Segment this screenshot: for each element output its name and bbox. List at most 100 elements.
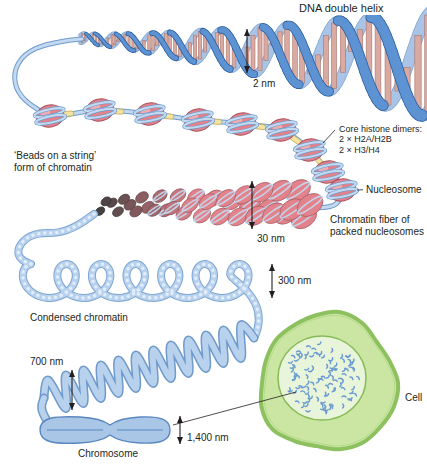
- helix-front-strand: [326, 86, 329, 97]
- nuclear-chromatin: [327, 364, 328, 368]
- nuclear-chromatin: [342, 396, 346, 397]
- nuclear-chromatin: [350, 376, 354, 379]
- nuclear-chromatin: [331, 348, 333, 352]
- nucleosome: [265, 116, 299, 144]
- helix-front-strand: [107, 45, 110, 46]
- nuclear-chromatin: [293, 377, 297, 380]
- nucleosome: [134, 100, 166, 127]
- base-pair-rungs: [258, 28, 262, 71]
- structure-label: ‘Beads on a string’ form of chromatin: [14, 150, 96, 173]
- base-pair-rungs: [331, 23, 336, 88]
- nuclear-chromatin: [345, 368, 349, 371]
- structure-label: Condensed chromatin: [30, 312, 128, 324]
- leader-line: [173, 392, 296, 425]
- structure-label: Chromatin fiber of packed nucleosomes: [330, 214, 424, 237]
- nuclear-chromatin: [341, 387, 345, 390]
- helix-front-strand: [251, 69, 254, 78]
- wrapped-dna: [193, 208, 212, 223]
- helix-front-strand: [191, 60, 194, 62]
- wrapped-dna: [295, 147, 326, 159]
- helix-front-strand: [131, 48, 134, 52]
- nuclear-chromatin: [333, 367, 337, 370]
- nuclear-chromatin: [330, 405, 333, 409]
- packed-nucleosome: [179, 195, 202, 216]
- dimension-label: 30 nm: [257, 233, 285, 245]
- wrapped-dna: [210, 209, 230, 225]
- nuclear-chromatin: [288, 342, 360, 414]
- base-pair-rungs: [285, 25, 289, 70]
- packed-nucleosome: [179, 195, 201, 216]
- chromosome: [40, 417, 170, 444]
- nuclear-chromatin: [333, 380, 337, 382]
- nuclear-chromatin: [306, 374, 308, 378]
- chromosome: [40, 417, 170, 444]
- helix-front-strand: [419, 109, 422, 121]
- packed-nucleosome: [293, 189, 327, 221]
- nuclear-chromatin: [326, 375, 330, 378]
- wrapped-dna: [216, 190, 237, 206]
- nucleosome: [34, 102, 66, 129]
- nuclear-chromatin: [296, 387, 300, 389]
- wrapped-dna: [296, 194, 324, 216]
- base-pair-rungs: [81, 15, 427, 114]
- condensed-chromatin: [18, 214, 258, 338]
- cell-membrane: [261, 312, 398, 449]
- nuclear-chromatin: [312, 366, 314, 370]
- nucleosome: [325, 176, 359, 204]
- condensed-band: [44, 325, 254, 409]
- nuclear-chromatin: [318, 342, 322, 345]
- nuclear-chromatin: [319, 379, 323, 380]
- packed-nucleosome: [134, 189, 151, 205]
- wrapped-dna: [35, 113, 66, 125]
- wrapped-dna: [327, 187, 358, 199]
- nuclear-chromatin: [294, 372, 295, 376]
- packed-nucleosome: [111, 205, 125, 219]
- packed-nucleosome: [150, 187, 169, 205]
- wrapped-dna: [135, 111, 166, 123]
- nuclear-chromatin: [314, 388, 317, 392]
- nucleosome: [294, 136, 326, 163]
- structure-label: DNA double helix: [298, 2, 384, 15]
- nuclear-chromatin: [297, 353, 301, 355]
- condensed-band: [44, 325, 254, 409]
- nuclear-chromatin: [346, 356, 350, 357]
- nucleosome: [266, 116, 298, 143]
- helix-front-strand: [380, 103, 383, 105]
- nuclear-chromatin: [346, 356, 350, 357]
- helix-front-strand: [227, 68, 230, 69]
- nuclear-chromatin: [308, 395, 309, 399]
- wrapped-dna: [198, 194, 217, 209]
- wrapped-dna: [152, 190, 167, 202]
- nuclear-chromatin: [299, 385, 303, 388]
- wrapped-dna: [183, 117, 214, 129]
- condensed-chromatin: [18, 214, 258, 338]
- nucleosome: [326, 176, 358, 203]
- nuclear-chromatin: [317, 397, 319, 401]
- nuclear-chromatin: [288, 362, 292, 364]
- nuclear-chromatin: [321, 376, 325, 379]
- condensed-chromatin: [18, 214, 258, 338]
- leader-line: [323, 130, 335, 143]
- base-pair-rungs: [198, 31, 201, 59]
- nucleosome: [83, 96, 117, 124]
- packed-nucleosome: [162, 198, 183, 217]
- nuclear-chromatin: [353, 393, 357, 396]
- helix-front-strand: [173, 57, 176, 58]
- nuclear-chromatin: [352, 386, 355, 390]
- nuclear-chromatin: [292, 364, 295, 368]
- base-pair-rungs: [188, 43, 191, 59]
- structure-label: Core histone dimers: 2 × H2A/H2B 2 × H3/…: [338, 124, 423, 155]
- chromatid-groove: [47, 429, 163, 430]
- nuclear-chromatin: [334, 387, 336, 391]
- wrapped-dna: [227, 121, 258, 133]
- helix-front-strand: [296, 80, 299, 89]
- packed-nucleosome: [292, 188, 328, 221]
- nuclear-chromatin: [293, 377, 296, 381]
- dna-strand-outline: [15, 39, 82, 112]
- cell: [261, 312, 398, 449]
- nuclear-chromatin: [295, 400, 299, 402]
- dimension-label: 2 nm: [252, 78, 276, 90]
- nuclear-chromatin: [357, 376, 360, 380]
- wrapped-dna: [267, 127, 298, 139]
- base-pair-rungs: [193, 35, 196, 62]
